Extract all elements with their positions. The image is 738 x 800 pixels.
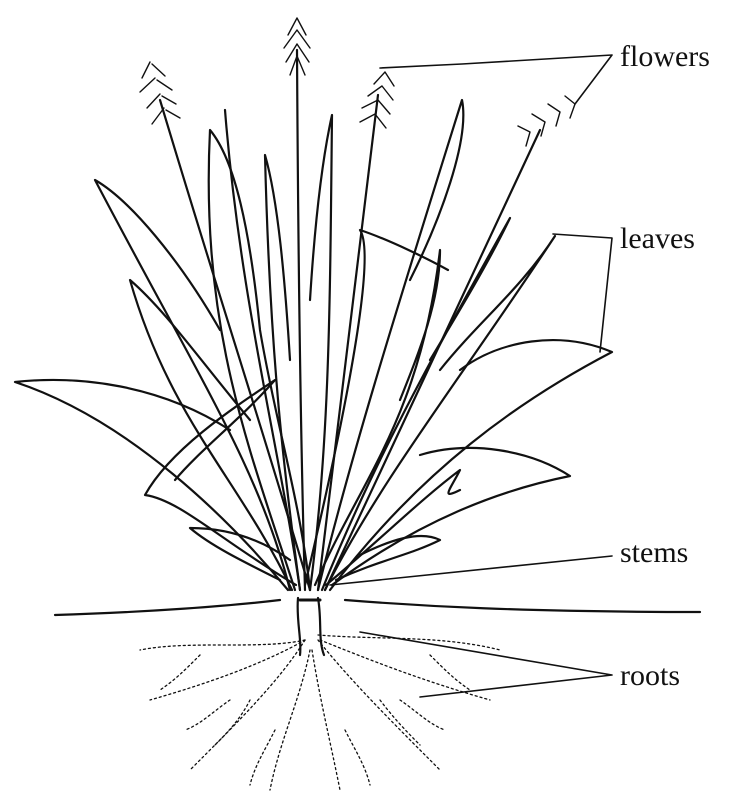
roots — [140, 635, 500, 790]
leaves — [15, 100, 612, 590]
label-flowers: flowers — [620, 42, 710, 72]
label-leaves: leaves — [620, 224, 695, 254]
label-roots: roots — [620, 661, 680, 691]
leader-line-stems — [330, 556, 612, 585]
ground-line — [55, 600, 700, 615]
flower-head — [140, 62, 180, 124]
stem-base — [298, 598, 324, 655]
label-stems: stems — [620, 538, 688, 568]
flower-head — [360, 72, 394, 128]
flower-heads — [140, 18, 575, 146]
flower-stalks — [160, 50, 540, 590]
leader-line-roots — [360, 632, 612, 697]
leader-line-flowers — [380, 55, 612, 104]
flower-head — [518, 96, 575, 146]
leader-line-leaves — [553, 234, 612, 352]
